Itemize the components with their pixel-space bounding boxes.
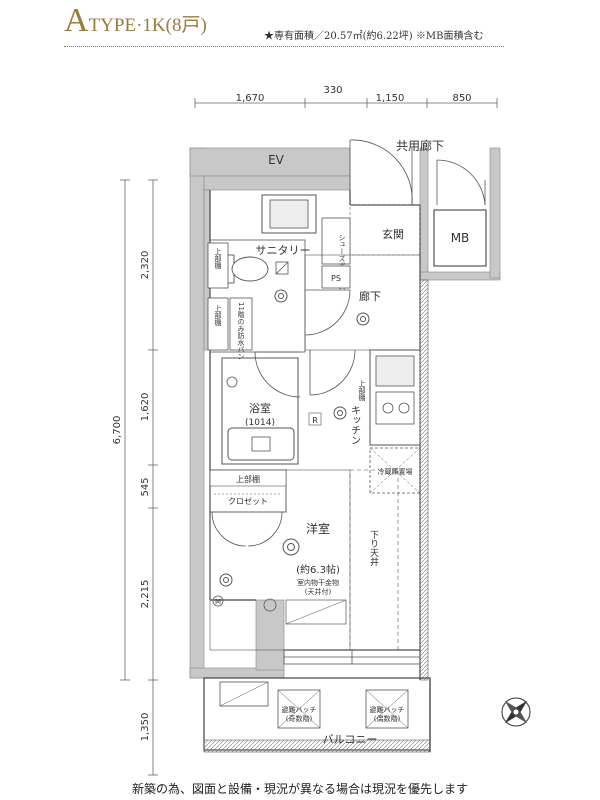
ps-box (321, 265, 351, 289)
dim-top-2: 330 (323, 85, 342, 96)
hallway-label: 廊下 (359, 289, 381, 303)
refrigerator-space (369, 447, 421, 494)
r-mark: R (312, 416, 318, 425)
dim-left-5: 1,350 (140, 713, 151, 742)
m-mark-icon (212, 595, 224, 607)
waterproof-pan-label: 11階のみ防水パン (237, 302, 245, 360)
dim-top-1: 1,670 (236, 93, 265, 104)
bath-vent-icon (226, 376, 238, 388)
left-dimension-lines (120, 179, 158, 776)
corridor-label: 共用廊下 (396, 138, 444, 153)
room-size-label: (約6.3帖) (296, 563, 340, 576)
kitchen-upper-label: 上部棚 (358, 379, 366, 402)
upper-cabinet-1 (207, 242, 229, 289)
outlet-icon (263, 598, 277, 612)
evacuation-hatch-even (365, 689, 409, 729)
bathroom (221, 357, 299, 465)
waterproof-pan (229, 297, 253, 351)
dim-left-3: 545 (140, 477, 151, 496)
light-fixtures (219, 289, 370, 587)
dim-top-3: 1,150 (376, 93, 405, 104)
sanitary-label: サニタリー (256, 244, 311, 257)
mb-label: MB (451, 231, 470, 245)
upper-cabinet-2 (207, 297, 229, 351)
sink-basin (269, 199, 309, 229)
shoe-box-text: シューズボックス (338, 234, 346, 290)
plan-title: ATYPE·1K(8戸) (64, 2, 207, 40)
m-mark: M (215, 598, 221, 606)
kitchen-sink (375, 355, 415, 387)
balcony-window (283, 649, 421, 665)
dim-left-1: 2,320 (140, 251, 151, 280)
balcony (203, 677, 431, 751)
hatch-1-label: 避難ハッチ (282, 705, 317, 714)
compass-icon (501, 697, 531, 727)
hallway-doors (254, 289, 356, 398)
lowered-ceiling-label: 下り天井 (368, 530, 379, 567)
hatched-wall (419, 279, 429, 681)
area-note: ★専有面積／20.57㎡(約6.22坪) ※MB面積含む (264, 31, 484, 42)
burner-icon (398, 402, 410, 414)
type-letter: A (64, 2, 89, 39)
bath-label: 浴室 (249, 401, 271, 415)
bathtub (227, 427, 295, 461)
type-name: TYPE·1K(8戸) (88, 15, 207, 36)
structural-walls (189, 147, 501, 679)
dim-top-4: 850 (452, 93, 471, 104)
r-mark-box (308, 412, 322, 426)
shoe-box-label: シューズボックス (338, 234, 346, 290)
refrigerator-label: 冷蔵庫置場 (378, 467, 413, 476)
dim-left-total: 6,700 (112, 416, 123, 445)
shoe-box (321, 217, 351, 265)
bath-size-label: (1014) (245, 418, 275, 428)
ps-label: PS (331, 274, 341, 283)
drying-rack-label: 室内物干金物 (297, 578, 339, 587)
evacuation-hatch-odd (277, 689, 321, 729)
drying-rack-sub-label: (天井付) (305, 587, 332, 596)
western-room-label: 洋室 (306, 521, 330, 536)
closet-label: クロゼット (228, 496, 268, 506)
toilet (225, 254, 269, 284)
burner-icon (382, 402, 394, 414)
kitchen-label: キッチン (349, 405, 360, 445)
balcony-label: バルコニー (323, 733, 378, 746)
closet-upper-label: 上部棚 (236, 474, 260, 484)
title-divider (64, 46, 504, 47)
floor-plan: 1,670 330 1,150 850 6,700 2,320 1,620 54… (112, 85, 531, 776)
dim-left-2: 1,620 (140, 393, 151, 422)
footer-note: 新築の為、図面と設備・現況が異なる場合は現況を優先します (131, 782, 468, 796)
hatch-2-sub-label: (偶数階) (374, 714, 401, 723)
closet-doors (211, 511, 283, 547)
cooktop (375, 391, 415, 425)
drying-rack (285, 599, 347, 625)
ev-label: EV (268, 153, 285, 167)
hatch-2-label: 避難ハッチ (370, 705, 405, 714)
upper-cabinet-2-label: 上部棚 (214, 304, 222, 327)
dim-left-4: 2,215 (140, 580, 151, 609)
upper-cabinet-1-label: 上部棚 (214, 247, 222, 270)
hatch-1-sub-label: (奇数階) (286, 714, 313, 723)
top-dimension-line (194, 98, 498, 108)
drain-icon (251, 436, 271, 452)
balcony-rail (203, 739, 431, 753)
vent-icon (275, 261, 289, 275)
mb-box (433, 209, 487, 267)
ac-outdoor-unit (219, 681, 269, 707)
hallway-area (304, 254, 421, 351)
entrance-label: 玄関 (382, 227, 404, 241)
